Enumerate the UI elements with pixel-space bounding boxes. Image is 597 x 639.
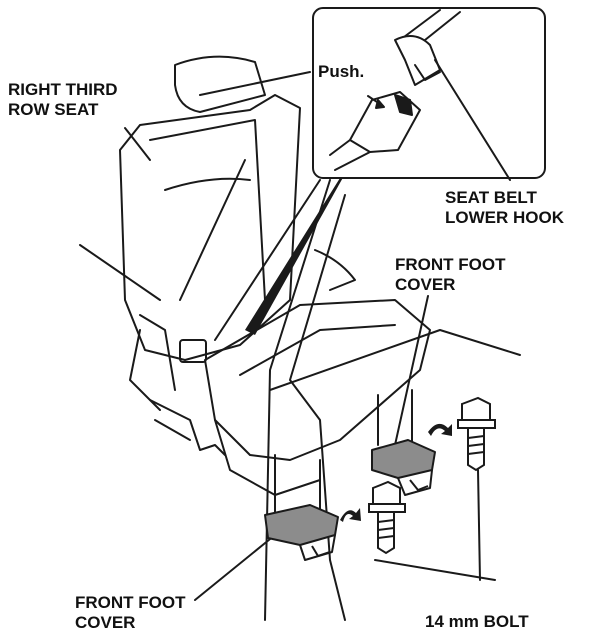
vehicle-floor-lines	[79, 71, 521, 391]
label-seat-belt-lower-hook-line1: SEAT BELT	[445, 188, 537, 207]
seat-back-illustration	[119, 55, 301, 411]
label-front-foot-cover-lower-line1: FRONT FOOT	[75, 593, 186, 612]
leader-right-third-row-seat	[124, 127, 151, 161]
rotate-arrow-left	[340, 508, 361, 522]
label-right-third-row-seat-line1: RIGHT THIRD	[8, 80, 118, 99]
leader-front-foot-cover-upper	[394, 295, 429, 446]
label-14mm-bolt-text: 14 mm BOLT	[425, 612, 529, 631]
front-leg-right-illustration	[377, 389, 413, 446]
seat-cushion-illustration	[204, 249, 431, 496]
label-push-text: Push.	[318, 62, 365, 81]
label-front-foot-cover-upper-line1: FRONT FOOT	[395, 255, 506, 274]
label-right-third-row-seat-line2: ROW SEAT	[8, 100, 99, 119]
label-front-foot-cover-lower-line2: COVER	[75, 613, 136, 632]
bolt-right	[457, 396, 496, 472]
front-leg-left-illustration	[274, 454, 321, 521]
label-front-foot-cover-upper: FRONT FOOT COVER	[395, 255, 505, 295]
leader-bolt	[374, 469, 496, 581]
rotate-arrow-right	[428, 423, 452, 436]
seat-belt-buckle-inset	[329, 9, 461, 171]
label-seat-belt-lower-hook-line2: LOWER HOOK	[445, 208, 564, 227]
bolt-left	[368, 480, 406, 555]
front-foot-cover-right	[371, 439, 436, 479]
inset-frame	[312, 7, 546, 179]
label-right-third-row-seat: RIGHT THIRD ROW SEAT	[8, 80, 118, 120]
seat-leg-left-illustration	[149, 399, 226, 456]
label-front-foot-cover-upper-line2: COVER	[395, 275, 456, 294]
label-front-foot-cover-lower: FRONT FOOT COVER	[75, 593, 185, 633]
label-seat-belt-lower-hook: SEAT BELT LOWER HOOK	[445, 188, 564, 228]
label-14mm-bolt: 14 mm BOLT	[425, 612, 529, 632]
leader-seat-belt-hook	[434, 59, 511, 181]
seat-belt-strap	[264, 179, 346, 621]
leader-front-foot-cover-lower	[194, 534, 276, 601]
label-push: Push.	[318, 62, 364, 82]
callout-beam	[245, 165, 350, 335]
